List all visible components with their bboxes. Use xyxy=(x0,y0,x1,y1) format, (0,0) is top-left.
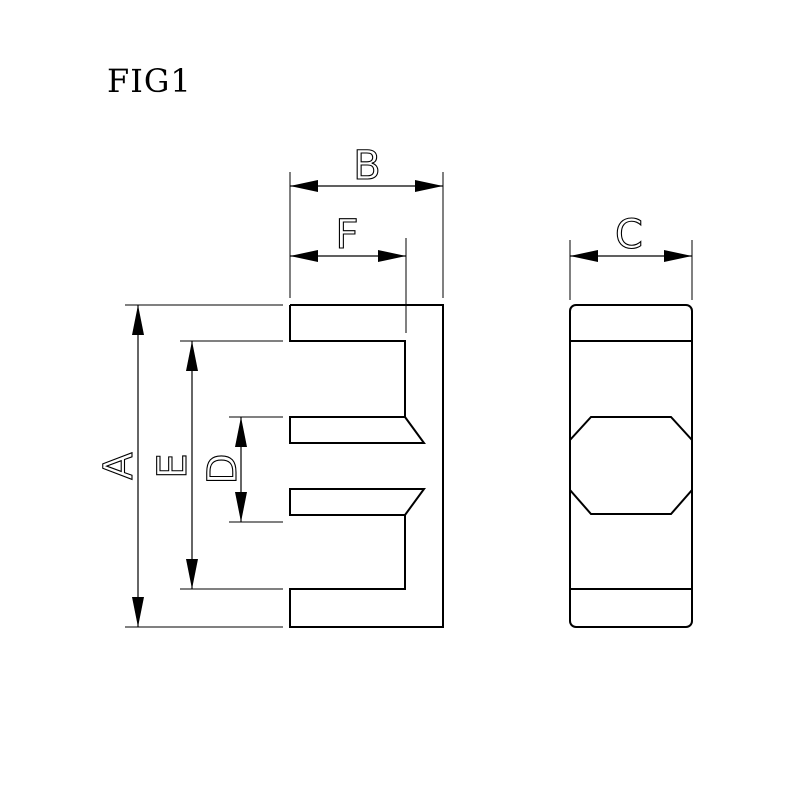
label-f: F xyxy=(335,212,358,258)
label-e: E xyxy=(150,453,196,478)
center-leg-octagon xyxy=(569,416,693,515)
label-c: C xyxy=(615,212,643,258)
side-view-outline xyxy=(569,304,693,628)
dimension-a xyxy=(132,305,144,627)
dimension-c xyxy=(570,250,692,262)
e-core-upper-outline xyxy=(289,305,426,444)
side-view xyxy=(569,304,693,628)
dimension-b xyxy=(290,180,443,192)
figure-title: FIG1 xyxy=(107,62,192,100)
label-d: D xyxy=(200,454,246,485)
e-core-outline xyxy=(289,304,444,628)
label-a: A xyxy=(96,452,142,480)
dimension-f xyxy=(290,250,406,262)
dimension-e xyxy=(186,341,198,589)
label-b: B xyxy=(353,143,380,189)
front-view xyxy=(289,304,444,628)
dimension-d xyxy=(235,417,247,522)
extension-lines xyxy=(125,172,693,628)
